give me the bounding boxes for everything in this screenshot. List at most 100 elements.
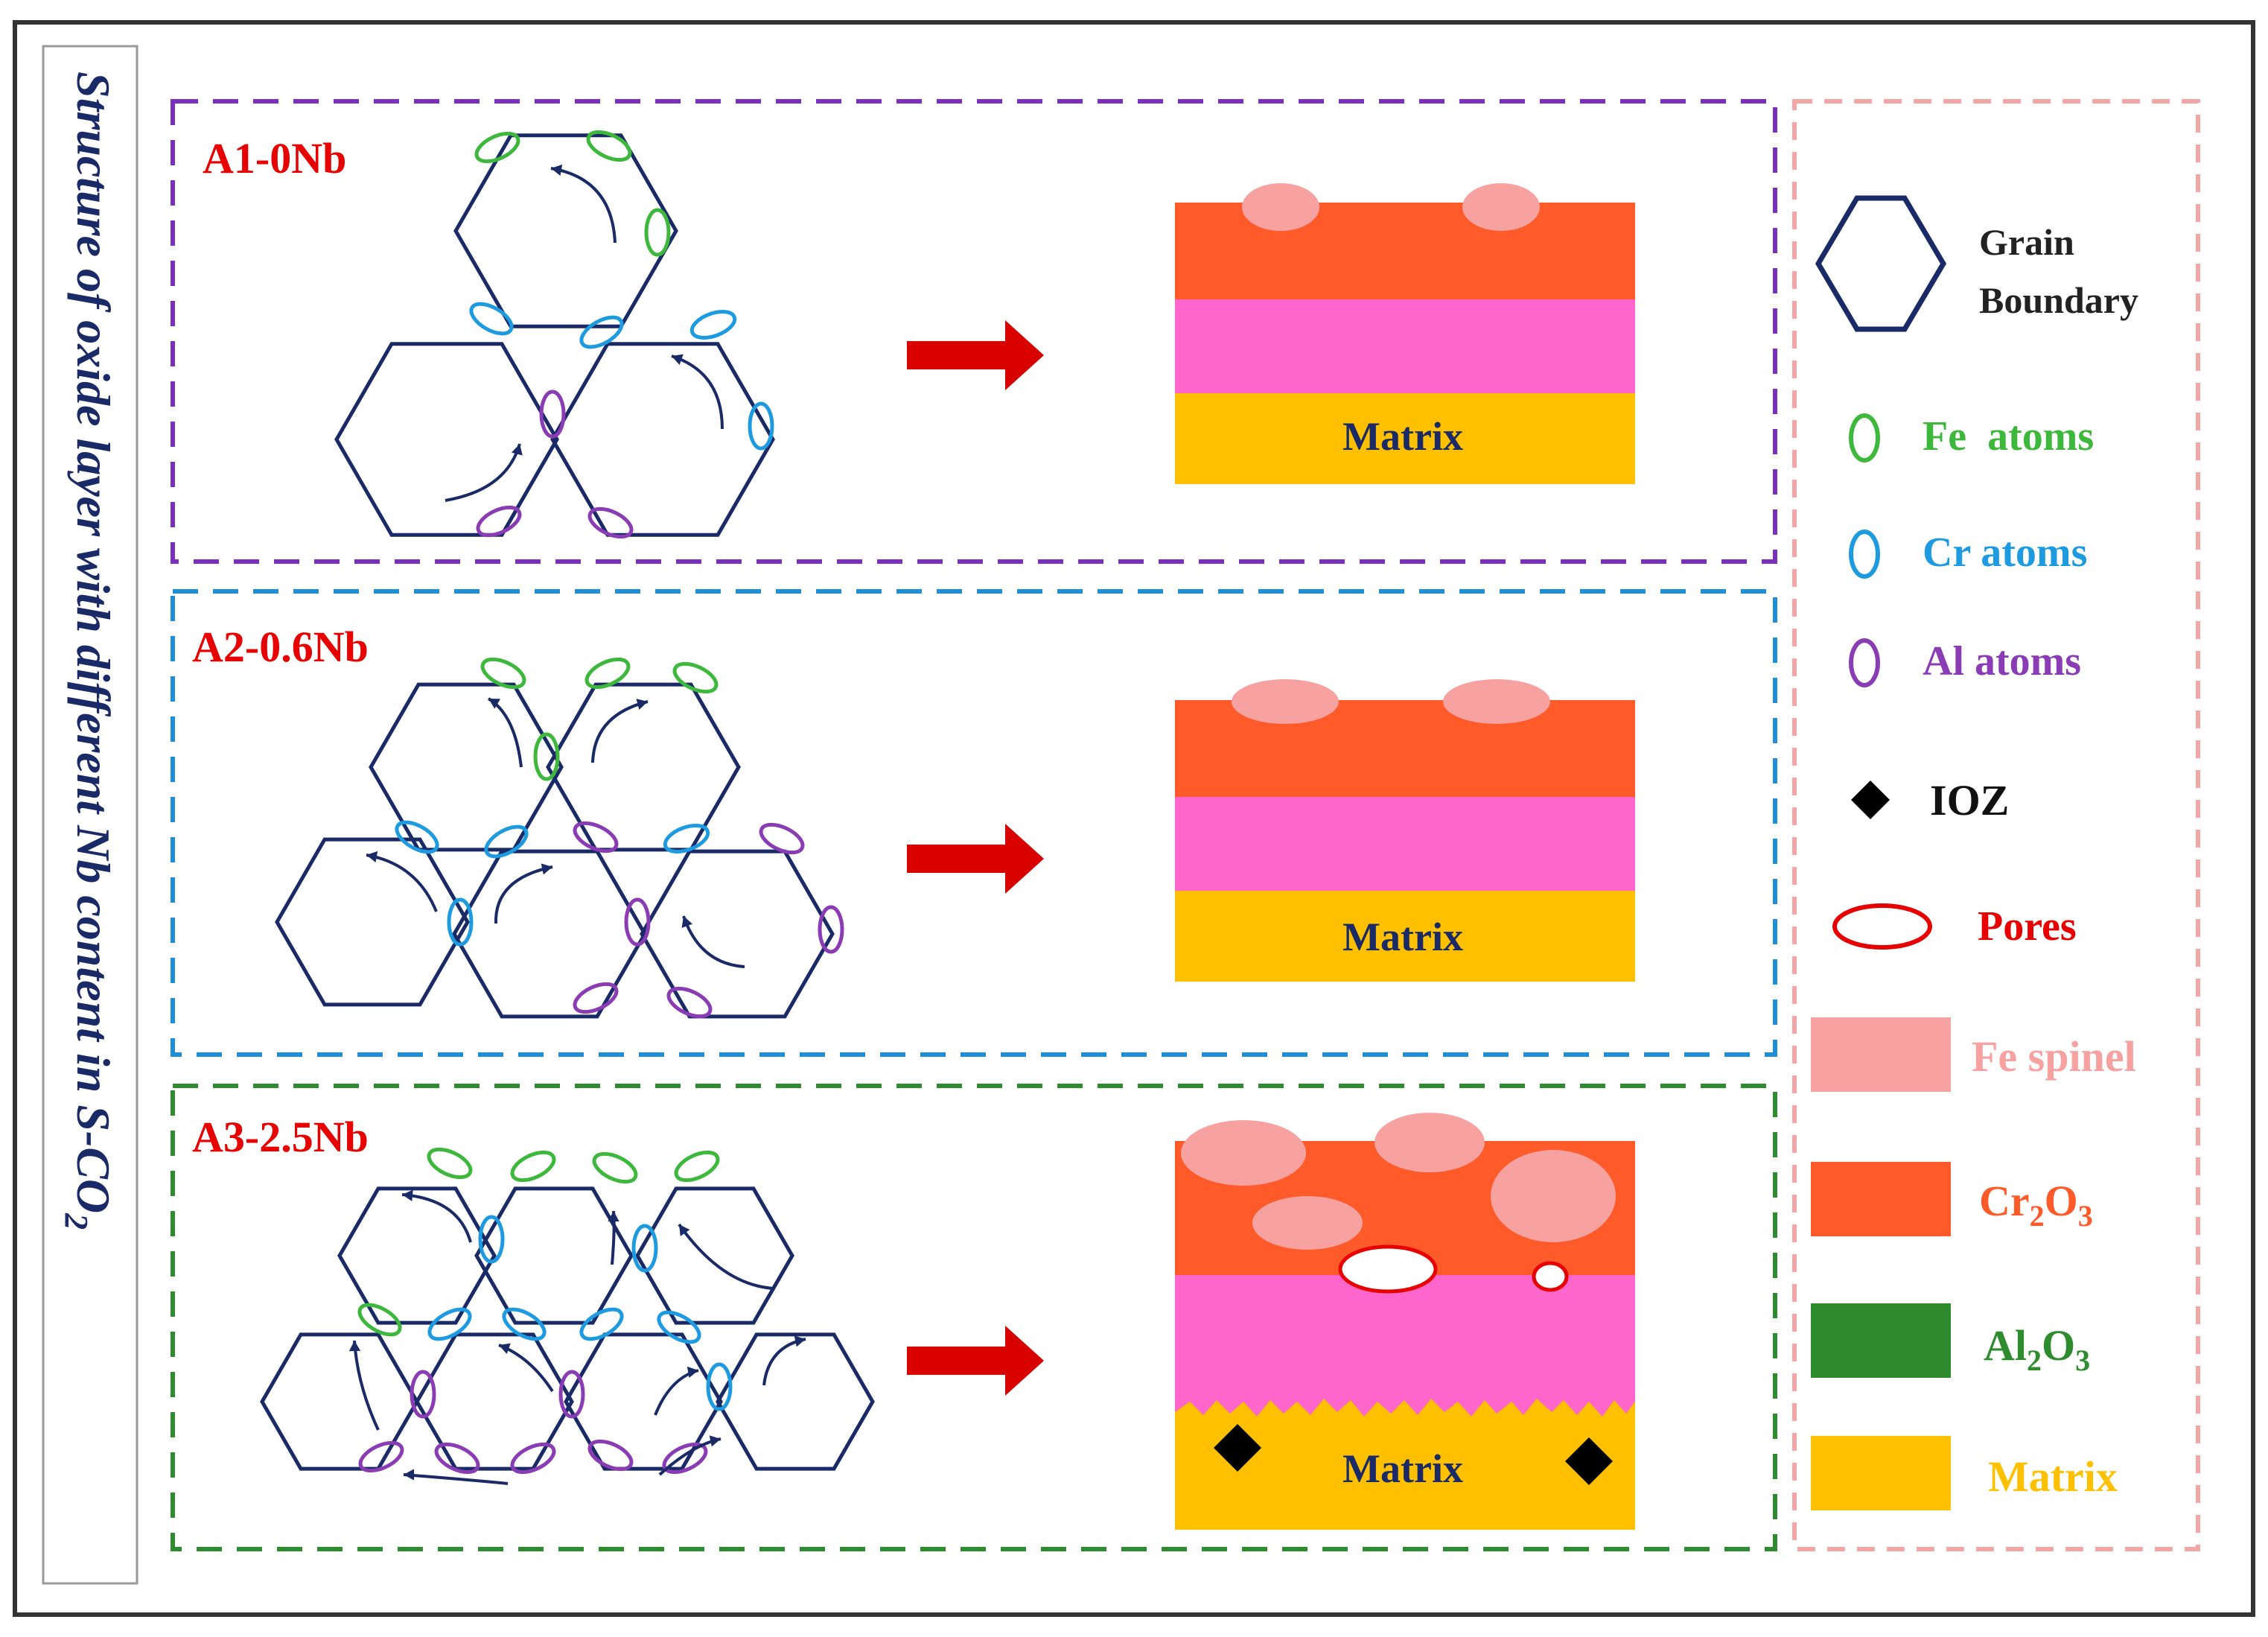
arrowhead-a3-6: [687, 1366, 698, 1378]
fe-atom-a2-1: [480, 657, 526, 690]
legend-grain-line2: Boundary: [1979, 279, 2138, 321]
ioz-marker-a3-1: [1214, 1424, 1261, 1472]
cr-atom-a1-3: [689, 310, 737, 340]
diffusion-arrow-a3-1: [401, 1193, 472, 1243]
grain-a3-top-2: [474, 1186, 634, 1325]
al-atom-a1-3: [587, 506, 634, 539]
fe-spinel-a2-1: [1232, 679, 1339, 724]
oxide-layers-a1: Matrix: [1175, 183, 1635, 484]
cr-atom-a3-2: [631, 1224, 658, 1273]
grain-boundary-legend-icon: [1815, 195, 1947, 332]
al-atom-a2-6: [666, 986, 713, 1019]
fe-spinel-a3-3: [1491, 1150, 1616, 1242]
arrowhead-a2-5: [681, 916, 693, 928]
al-atom-a3-6: [587, 1439, 634, 1472]
legend-ioz: IOZ: [1930, 776, 2009, 824]
grain-a1-right: [550, 342, 775, 537]
arrowhead-a1-1: [551, 164, 563, 176]
diffusion-arrow-a3-8: [403, 1473, 509, 1485]
grain-a3-bottom-3: [564, 1332, 723, 1471]
transform-arrow-a2: [907, 824, 1044, 894]
ioz-marker-a3-2: [1565, 1437, 1613, 1485]
al2o3-legend-swatch: [1811, 1303, 1951, 1378]
arrowhead-a3-2: [608, 1211, 619, 1222]
oxide-layers-a2: Matrix: [1175, 679, 1635, 982]
pink-layer-a2: [1175, 797, 1635, 891]
panel-a3-border: [171, 1084, 1777, 1551]
fe-atom-a2-3: [672, 661, 719, 694]
title-box: [42, 45, 138, 1585]
matrix-layer-a3: [1175, 1391, 1635, 1530]
arrowhead-a2-4: [541, 863, 552, 875]
grain-a1-left: [334, 342, 559, 537]
grain-a3-top-3: [635, 1186, 794, 1325]
panel-a1-border: [171, 99, 1777, 564]
grain-a2-bottom-1: [275, 837, 470, 1007]
al-atom-a3-3: [358, 1440, 404, 1473]
cr-atom-a3-3: [427, 1307, 472, 1341]
arrowhead-a3-8: [404, 1469, 415, 1481]
cr-atom-a3-5: [579, 1307, 624, 1341]
fe-atom-a3-4: [674, 1150, 720, 1183]
arrowhead-a1-3: [511, 444, 523, 456]
pink-layer-a1: [1175, 299, 1635, 393]
arrowhead-a3-3: [679, 1224, 690, 1236]
fe-atom-a3-2: [510, 1150, 556, 1183]
legend-grain-line1: Grain: [1979, 221, 2074, 263]
diffusion-arrow-a2-4: [494, 865, 553, 924]
diffusion-arrow-a3-3: [678, 1223, 775, 1290]
arrowhead-a3-5: [499, 1343, 511, 1355]
fe-spinel-a3-4: [1252, 1196, 1363, 1250]
oxide-layers-a3: Matrix: [1175, 1113, 1635, 1530]
al-atom-legend-icon: [1849, 638, 1880, 687]
legend-cr2o3: Cr2O3: [1979, 1177, 2093, 1233]
arrowhead-a3-4: [348, 1341, 361, 1352]
arrowhead-a3-1: [402, 1189, 413, 1201]
fe-atom-legend-icon: [1849, 413, 1880, 463]
al-atom-a2-3: [624, 897, 651, 947]
arrowhead-a2-2: [636, 699, 648, 711]
diffusion-arrow-a1-1: [550, 167, 617, 244]
fe-atom-a2-2: [584, 657, 631, 690]
fe-spinel-legend-swatch: [1811, 1017, 1951, 1092]
cr-atom-a3-7: [706, 1362, 733, 1411]
fe-atom-a3-3: [592, 1151, 638, 1184]
al-atom-a3-4: [434, 1442, 480, 1475]
panel-a2-label: A2-0.6Nb: [192, 623, 369, 671]
pore-a3-2: [1532, 1261, 1569, 1292]
vertical-title: Structure of oxide layer with different …: [58, 71, 120, 1230]
al-atom-a2-5: [573, 982, 619, 1014]
grain-structure-a3: [260, 1147, 875, 1485]
grain-a3-bottom-4: [716, 1332, 875, 1471]
fe-spinel-a3-2: [1375, 1113, 1485, 1172]
matrix-legend-swatch: [1811, 1436, 1951, 1510]
panel-a2-border: [171, 589, 1777, 1057]
cr-atom-a3-4: [502, 1307, 547, 1341]
panel-a3-label: A3-2.5Nb: [192, 1113, 369, 1161]
al-atom-a3-7: [662, 1442, 708, 1475]
matrix-layer-a1: [1175, 393, 1635, 484]
al-atom-a3-2: [558, 1370, 585, 1419]
arrowhead-a2-3: [366, 851, 378, 862]
panel-a1-label: A1-0Nb: [203, 134, 346, 182]
arrowhead-a3-9: [709, 1435, 721, 1447]
fe-spinel-a1-1: [1242, 183, 1319, 231]
al-atom-a2-1: [573, 821, 619, 854]
legend-cr-atoms: Cr atoms: [1923, 530, 2087, 576]
fe-spinel-a3-1: [1181, 1120, 1306, 1186]
legend-al2o3: Al2O3: [1984, 1321, 2090, 1377]
legend-al-atoms: Al atoms: [1923, 638, 2081, 684]
diffusion-arrow-a1-2: [671, 355, 724, 430]
al-atom-a2-4: [818, 905, 844, 954]
al-atom-a1-2: [476, 505, 522, 538]
arrowhead-a1-2: [672, 354, 684, 366]
arrowhead-a2-1: [488, 699, 500, 709]
cr2o3-layer-a1: [1175, 203, 1635, 299]
al-atom-a1-1: [539, 390, 566, 439]
grain-a3-top-1: [337, 1186, 497, 1325]
cr2o3-legend-swatch: [1811, 1162, 1951, 1236]
cr-atom-a1-2: [579, 315, 624, 349]
fe-atom-a2-4: [533, 732, 560, 781]
legend: Grain Boundary Fe atoms Cr atoms Al atom…: [1792, 99, 2200, 1551]
